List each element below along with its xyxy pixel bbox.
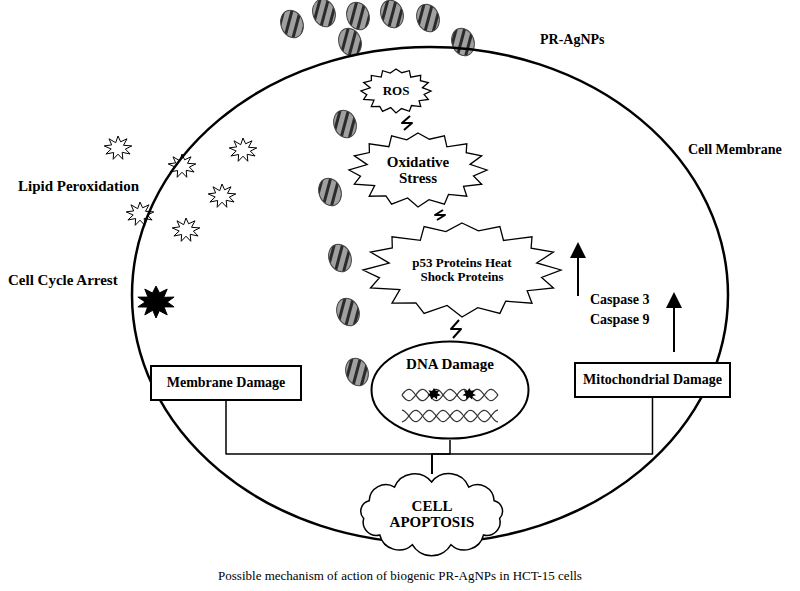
lipid-star bbox=[229, 138, 257, 161]
node-text: ROS bbox=[383, 84, 410, 98]
arrest-star bbox=[138, 286, 174, 318]
lightning-connector bbox=[435, 210, 445, 220]
dna-oval: DNA Damage bbox=[370, 340, 530, 440]
dna-strand bbox=[402, 389, 498, 400]
dna-strand bbox=[402, 389, 498, 400]
membrane-label: Cell Membrane bbox=[688, 142, 782, 157]
apoptosis-cloud: CELL APOPTOSIS bbox=[351, 470, 512, 558]
lightning-connector bbox=[402, 116, 412, 130]
annotation-label: PR-AgNPs bbox=[540, 32, 605, 48]
cell-cycle-arrest-star bbox=[138, 286, 174, 318]
dna-lesion bbox=[427, 388, 441, 399]
nanoparticle bbox=[330, 107, 360, 141]
node-text: DNA Damage bbox=[406, 356, 494, 373]
burst-node: p53 Proteins Heat Shock Proteins bbox=[362, 222, 562, 318]
dna-lesion bbox=[462, 388, 476, 399]
burst-outline bbox=[349, 133, 487, 207]
figure-caption: Possible mechanism of action of biogenic… bbox=[0, 568, 800, 584]
annotation-label: Lipid Peroxidation bbox=[18, 178, 139, 195]
lipid-star bbox=[104, 136, 132, 159]
dna-strand bbox=[402, 410, 498, 422]
increase-arrow bbox=[577, 250, 579, 296]
process-box: Mitochondrial Damage bbox=[574, 362, 731, 398]
burst-outline bbox=[361, 69, 431, 113]
bracket-connector bbox=[432, 440, 450, 474]
nanoparticle bbox=[309, 0, 339, 30]
lipid-star bbox=[172, 218, 200, 241]
nanoparticle bbox=[277, 7, 307, 41]
nanoparticle bbox=[448, 25, 478, 59]
nanoparticle bbox=[315, 175, 345, 209]
node-text: Oxidative Stress bbox=[378, 154, 458, 187]
process-box: Membrane Damage bbox=[150, 365, 302, 401]
node-text: Mitochondrial Damage bbox=[583, 372, 722, 387]
nucleus-outline bbox=[372, 342, 529, 439]
burst-node: ROS bbox=[360, 68, 432, 114]
burst-node: Oxidative Stress bbox=[348, 132, 488, 208]
lightning-connector bbox=[451, 320, 461, 338]
oval-outline bbox=[370, 340, 530, 440]
annotation-label: Caspase 9 bbox=[590, 312, 650, 328]
nanoparticle bbox=[377, 0, 407, 31]
node-text: CELL APOPTOSIS bbox=[382, 498, 482, 531]
dna-strand bbox=[402, 410, 498, 422]
node-text: p53 Proteins Heat Shock Proteins bbox=[402, 256, 522, 285]
node-text: Membrane Damage bbox=[167, 375, 286, 390]
nanoparticle bbox=[333, 295, 363, 329]
cloud-outline bbox=[361, 474, 503, 556]
annotation-label: Caspase 3 bbox=[590, 292, 650, 308]
nanoparticle bbox=[413, 1, 443, 35]
nanoparticle bbox=[325, 241, 355, 275]
cell-membrane bbox=[132, 47, 728, 543]
burst-outline bbox=[363, 223, 561, 317]
increase-arrow bbox=[673, 300, 675, 352]
nanoparticle bbox=[342, 355, 372, 389]
lipid-star bbox=[208, 184, 236, 207]
annotation-label: Cell Cycle Arrest bbox=[8, 272, 118, 289]
